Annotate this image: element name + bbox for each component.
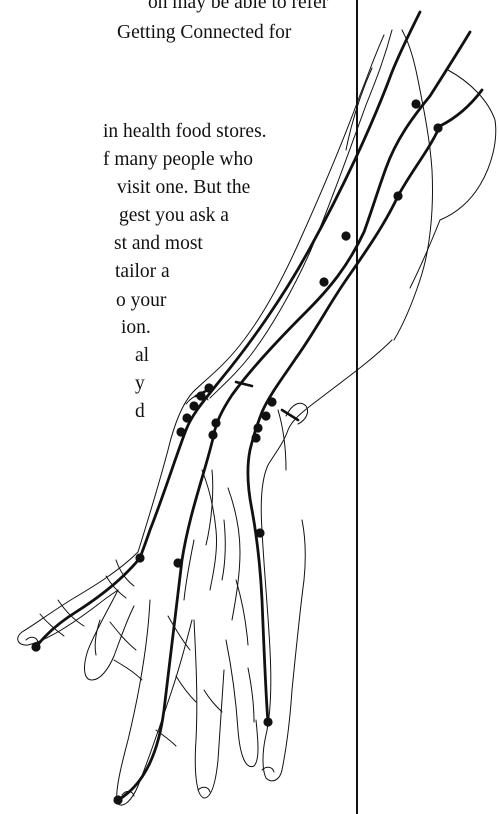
meridian-lines (36, 12, 482, 800)
acupoint-dots (31, 99, 442, 804)
meridian-line-heart (248, 90, 482, 722)
meridian-line-large-intestine (36, 12, 420, 647)
arm-outline (18, 30, 496, 805)
